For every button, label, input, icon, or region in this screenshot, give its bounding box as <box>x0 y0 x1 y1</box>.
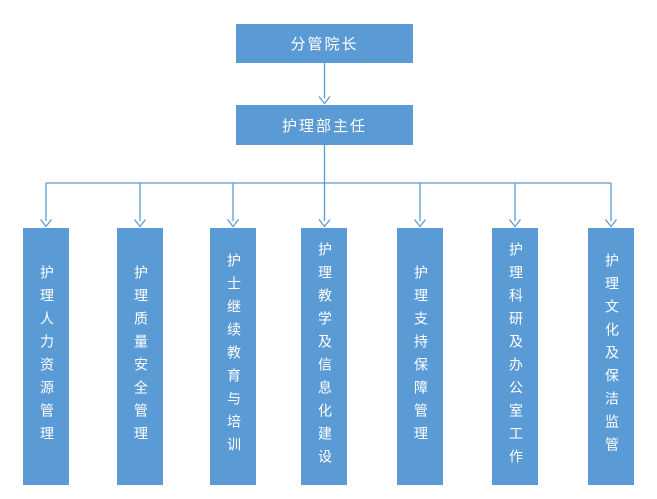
node-dept-quality-safety-label: 护理质量安全管理 <box>132 264 148 449</box>
node-dept-continuing-education: 护士继续教育与培训 <box>210 228 256 485</box>
arrowhead-dept-2 <box>133 219 147 228</box>
node-nursing-director-label: 护理部主任 <box>281 116 367 135</box>
node-nursing-director: 护理部主任 <box>236 105 413 145</box>
node-dept-research-office: 护理科研及办公室工作 <box>492 228 538 485</box>
node-dept-support-guarantee-label: 护理支持保障管理 <box>412 264 428 449</box>
arrowhead-dept-5 <box>413 219 427 228</box>
arrowhead-dept-6 <box>508 219 522 228</box>
arrowhead-dept-4 <box>318 219 331 228</box>
arrowhead-manager <box>318 96 331 105</box>
arrowhead-dept-3 <box>226 219 240 228</box>
node-dept-research-office-label: 护理科研及办公室工作 <box>507 241 523 472</box>
node-dept-culture-cleaning-label: 护理文化及保洁监管 <box>603 253 619 460</box>
node-dept-hr-management: 护理人力资源管理 <box>23 228 69 485</box>
node-deputy-dean: 分管院长 <box>236 24 413 63</box>
arrowhead-dept-1 <box>39 219 53 228</box>
arrowhead-dept-7 <box>604 219 618 228</box>
node-deputy-dean-label: 分管院长 <box>290 35 359 53</box>
node-dept-teaching-informatization: 护理教学及信息化建设 <box>301 228 347 485</box>
node-dept-teaching-informatization-label: 护理教学及信息化建设 <box>316 241 332 472</box>
node-dept-culture-cleaning: 护理文化及保洁监管 <box>588 228 634 485</box>
node-dept-quality-safety: 护理质量安全管理 <box>117 228 163 485</box>
node-dept-continuing-education-label: 护士继续教育与培训 <box>225 253 241 460</box>
node-dept-hr-management-label: 护理人力资源管理 <box>38 264 54 449</box>
node-dept-support-guarantee: 护理支持保障管理 <box>397 228 443 485</box>
